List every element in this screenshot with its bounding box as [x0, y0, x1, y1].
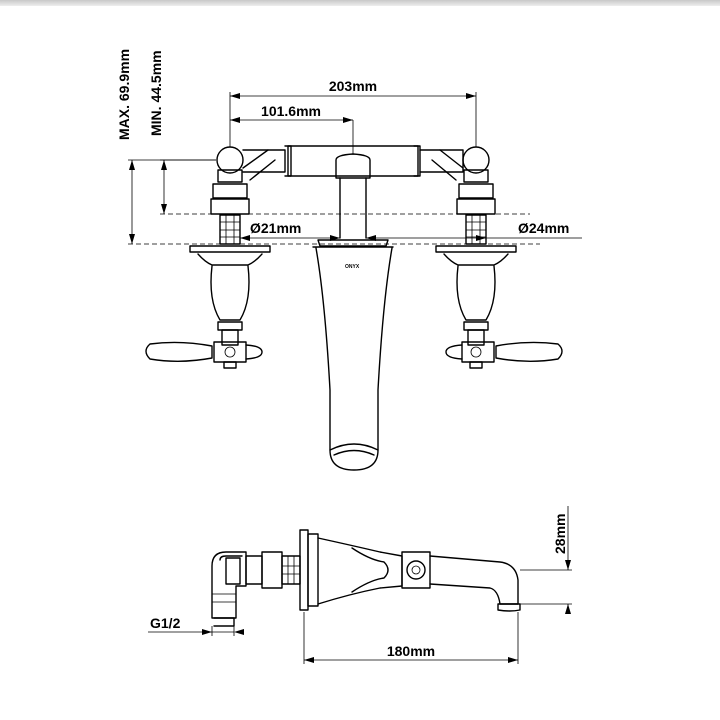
thread-dimension: G1/2: [148, 615, 244, 636]
overall-width-dimension: 203mm: [229, 78, 477, 147]
spout-height-dimension: 28mm: [552, 506, 571, 614]
min-height-label: MIN. 44.5mm: [148, 50, 164, 136]
top-bar: [0, 0, 720, 6]
max-height-dimension: MAX. 69.9mm: [116, 49, 135, 244]
max-height-label: MAX. 69.9mm: [116, 49, 132, 140]
spout-height-label: 28mm: [552, 514, 568, 554]
center-spout: ONYX: [312, 120, 394, 471]
left-diameter-label: Ø21mm: [250, 220, 301, 236]
half-width-label: 101.6mm: [261, 103, 321, 119]
left-valve: [145, 146, 271, 369]
front-view: ONYX: [116, 49, 582, 471]
side-view: 28mm G1/2 180mm: [148, 506, 572, 664]
thread-label: G1/2: [150, 615, 181, 631]
spout-mark: ONYX: [345, 264, 360, 270]
half-width-dimension: 101.6mm: [230, 103, 353, 123]
right-diameter-label: Ø24mm: [518, 220, 569, 236]
overall-width-label: 203mm: [329, 78, 377, 94]
spout-length-label: 180mm: [387, 643, 435, 659]
bridge-pipe: [242, 145, 464, 181]
right-diameter-dimension: Ø24mm: [366, 220, 582, 241]
right-valve: [435, 146, 563, 369]
left-diameter-dimension: Ø21mm: [240, 220, 340, 241]
min-height-dimension: MIN. 44.5mm: [148, 50, 167, 214]
spout-length-dimension: 180mm: [304, 643, 518, 663]
